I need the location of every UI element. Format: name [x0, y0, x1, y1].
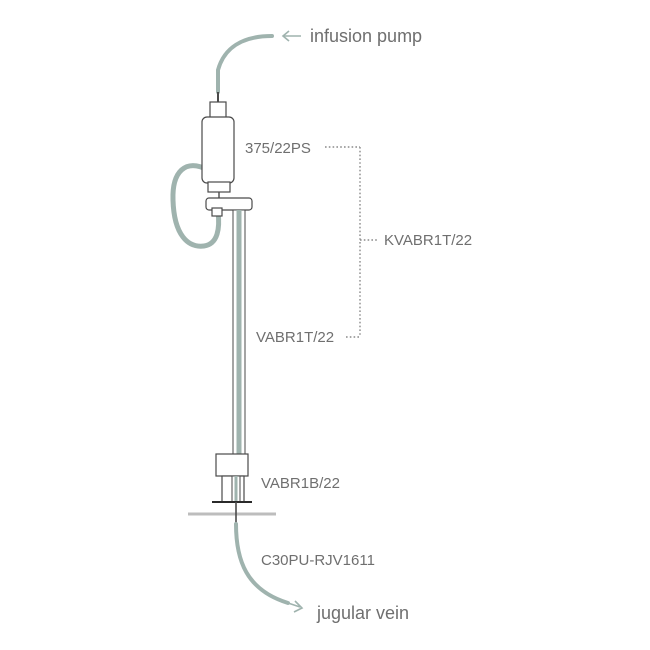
loop-tube — [170, 163, 222, 249]
catheter-label: C30PU-RJV1611 — [261, 552, 375, 569]
clamp-collar — [205, 197, 253, 211]
filter-375-part — [201, 101, 235, 200]
infusion-pump-arrow — [281, 30, 301, 42]
part-375-label: 375/22PS — [245, 140, 311, 157]
vabr1b-port — [212, 453, 252, 503]
vabr1t-tube-assembly — [232, 209, 246, 455]
kvabr-label: KVABR1T/22 — [384, 232, 472, 249]
infusion-pump-label: infusion pump — [310, 26, 422, 46]
vabr1t-label: VABR1T/22 — [256, 329, 334, 346]
pump-supply-tube — [216, 34, 274, 94]
jugular-vein-arrow — [287, 600, 304, 613]
vabr1b-label: VABR1B/22 — [261, 475, 340, 492]
kit-grouping-bracket — [325, 146, 378, 338]
jugular-vein-label: jugular vein — [316, 603, 409, 623]
catheter-tube — [234, 522, 290, 605]
clamp-hub — [211, 207, 223, 217]
